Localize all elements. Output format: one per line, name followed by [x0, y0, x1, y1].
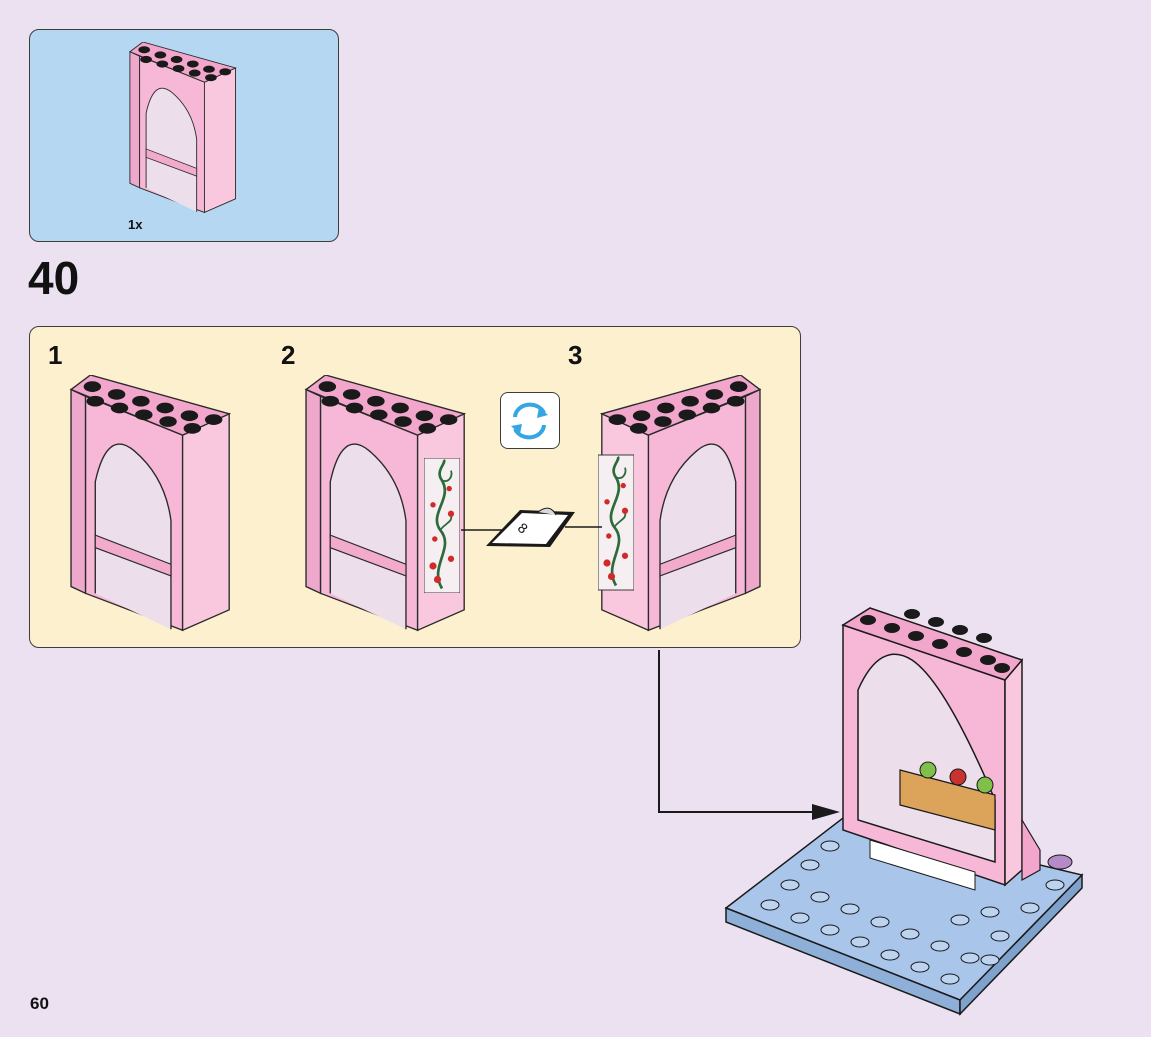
substep-number-1: 1 [48, 340, 63, 370]
castle-window-on-baseplate-icon [724, 607, 1084, 1016]
rotate-model-icon [500, 392, 560, 449]
sticker-icon [486, 507, 575, 547]
substep-number-2: 2 [281, 340, 296, 370]
substep-number-3: 3 [568, 340, 583, 370]
part-quantity: 1x [128, 217, 143, 232]
parts-list-box: 1x [29, 29, 339, 242]
step-number: 40 [28, 252, 80, 304]
arch-wall-plain-icon [70, 375, 230, 631]
arch-wall-sticker-right-icon [305, 375, 465, 631]
page-number: 60 [30, 994, 49, 1013]
